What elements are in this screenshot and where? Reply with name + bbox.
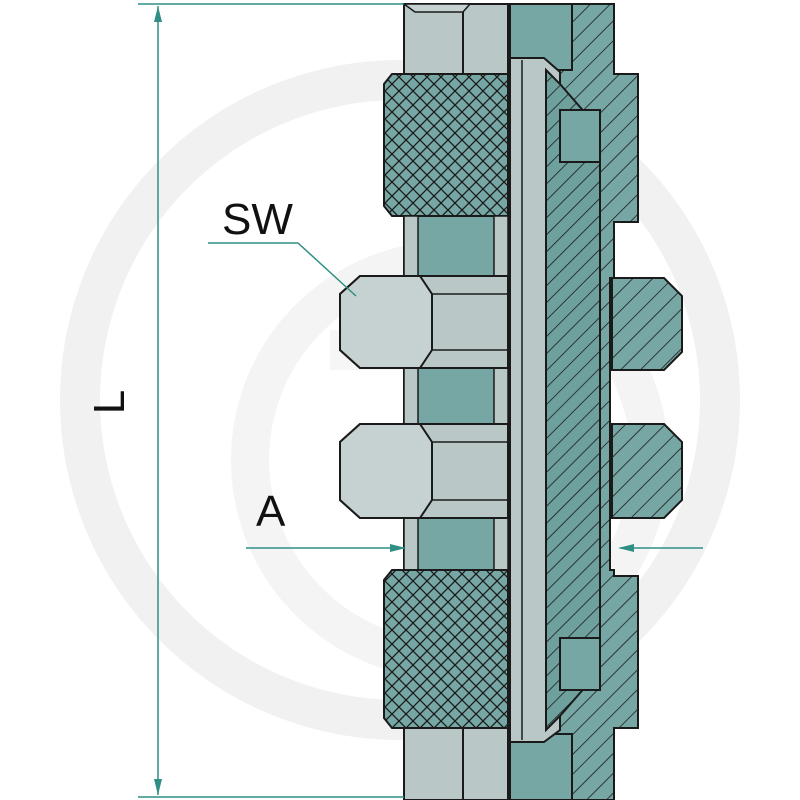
right-hex-nut-section-lower	[611, 423, 683, 519]
wrench-size-label: SW	[222, 195, 293, 244]
upper-knurled-nut	[383, 73, 509, 217]
top-hex-nut	[401, 3, 509, 75]
lower-knurled-nut	[383, 569, 509, 729]
length-label: L	[85, 390, 134, 414]
upper-hex-nut	[339, 275, 509, 369]
diameter-label: A	[256, 487, 286, 536]
sw-leader	[208, 242, 357, 297]
bottom-hex-nut	[403, 727, 509, 800]
lower-hex-nut	[339, 423, 509, 519]
right-hex-nut-section-upper	[611, 277, 683, 371]
dimension-l	[138, 3, 404, 798]
dimension-a	[246, 544, 703, 552]
inner-tube-section	[545, 67, 601, 733]
